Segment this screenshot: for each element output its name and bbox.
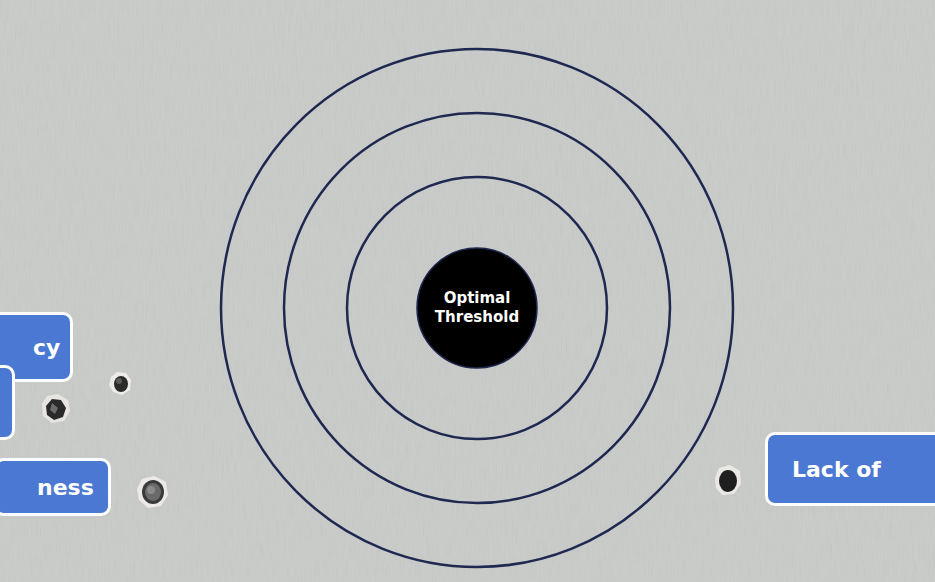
center-label: Optimal Threshold (427, 289, 527, 328)
target-rings (221, 49, 733, 567)
target-bullseye: Optimal Threshold (416, 247, 538, 369)
box-label: Lack of (792, 457, 881, 482)
box-label: ness (37, 475, 94, 500)
bullet-hole (42, 394, 70, 423)
target-ring (221, 49, 733, 567)
label-box: ness (0, 458, 111, 516)
bullet-hole (109, 372, 131, 395)
box-label: cy (33, 335, 60, 360)
label-box: Lack of (765, 432, 935, 506)
bullseye-disc (417, 248, 537, 368)
bullet-hole (137, 476, 168, 508)
target-ring (284, 113, 670, 503)
label-box-fragment (0, 365, 15, 440)
target-ring (347, 177, 607, 439)
bullet-hole (715, 465, 741, 495)
